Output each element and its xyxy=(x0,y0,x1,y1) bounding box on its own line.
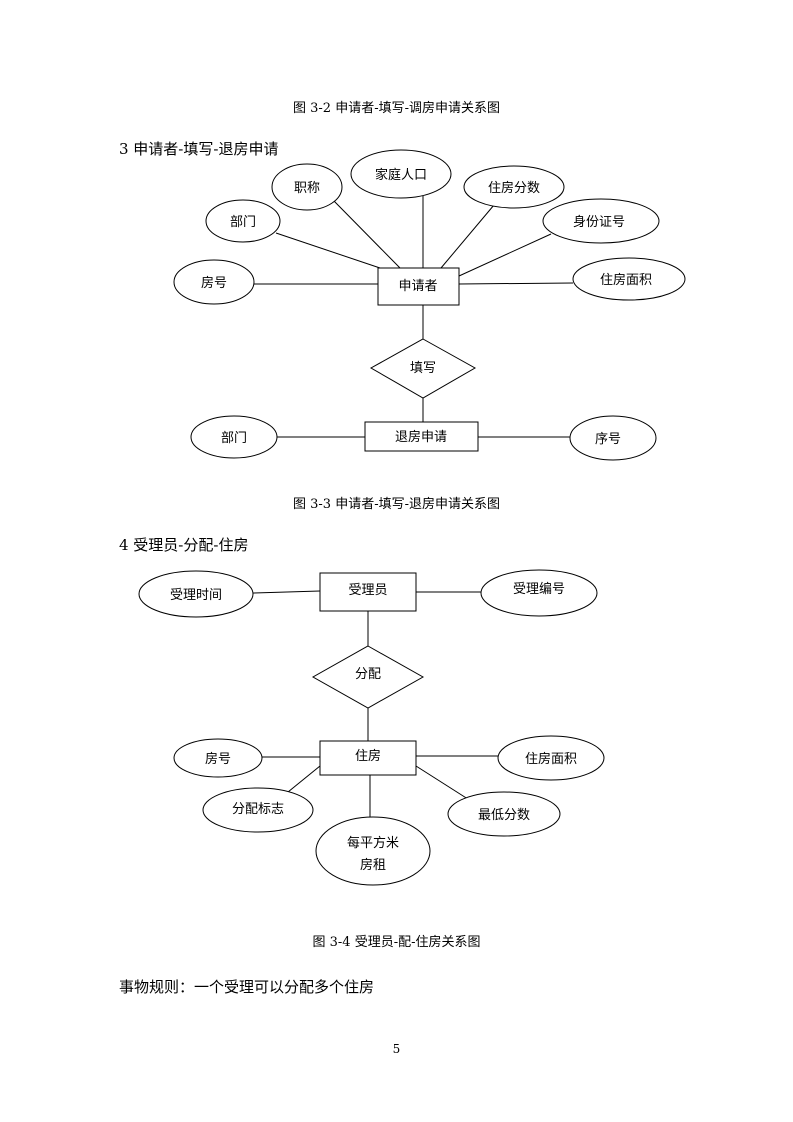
relationship-allocate-label: 分配 xyxy=(355,667,381,682)
attr-room-number-4-label: 房号 xyxy=(205,751,231,767)
attr-department xyxy=(205,199,281,243)
er-diagram-clerk-housing: 受理员 受理时间 受理编号 分配 住房 房号 住房面积 分配标志 最低分数 每平… xyxy=(138,569,605,886)
figure-caption-3-2: 图 3-2 申请者-填写-调房申请关系图 xyxy=(293,101,500,116)
attr-allocation-flag-label: 分配标志 xyxy=(232,802,284,817)
attr-room-number-label: 房号 xyxy=(201,275,227,291)
business-rule-text: 事物规则：一个受理可以分配多个住房 xyxy=(119,978,375,996)
attr-min-score xyxy=(447,791,561,837)
edge-housing-score xyxy=(440,204,495,269)
attr-serial-number-label: 序号 xyxy=(595,432,621,447)
attr-request-department xyxy=(190,415,278,459)
entity-applicant xyxy=(377,267,460,306)
relationship-fill xyxy=(369,338,477,399)
attr-rent-line2: 房租 xyxy=(360,857,386,873)
edge-id-number xyxy=(458,233,552,277)
attr-clerk-number-label: 受理编号 xyxy=(513,582,565,597)
attr-min-score-label: 最低分数 xyxy=(478,808,530,823)
er-diagram-applicant-checkout: 职称 家庭人口 住房分数 部门 身份证号 房号 住房面积 申请者 填写 退房申请… xyxy=(173,149,686,461)
attr-accept-time-label: 受理时间 xyxy=(170,588,222,603)
edge-accept-time xyxy=(252,590,321,594)
relationship-fill-label: 填写 xyxy=(410,361,436,376)
attr-title-label: 职称 xyxy=(294,181,320,196)
attr-serial-number xyxy=(569,415,657,461)
edge-min-score xyxy=(415,765,472,802)
section-heading-3: 3 申请者-填写-退房申请 xyxy=(119,140,279,158)
attr-household xyxy=(350,149,452,199)
entity-clerk xyxy=(319,572,417,612)
entity-clerk-label: 受理员 xyxy=(348,583,387,598)
attr-household-label: 家庭人口 xyxy=(375,167,427,183)
page-number: 5 xyxy=(392,1042,401,1056)
edge-allocation-flag xyxy=(287,765,321,793)
relationship-allocate xyxy=(311,645,425,709)
attr-id-number-label: 身份证号 xyxy=(573,214,625,230)
attr-housing-score-label: 住房分数 xyxy=(488,180,540,196)
attr-request-department-label: 部门 xyxy=(221,431,247,446)
edge-department xyxy=(275,232,381,269)
attr-room-number-4 xyxy=(173,738,263,778)
entity-housing-label: 住房 xyxy=(355,748,381,764)
attr-housing-area-label: 住房面积 xyxy=(600,272,652,288)
figure-caption-3-4: 图 3-4 受理员-配-住房关系图 xyxy=(312,935,481,950)
section-heading-4: 4 受理员-分配-住房 xyxy=(119,536,249,554)
attr-allocation-flag xyxy=(202,787,314,833)
figure-caption-3-3: 图 3-3 申请者-填写-退房申请关系图 xyxy=(293,497,500,512)
attr-department-label: 部门 xyxy=(230,215,256,230)
attr-rent xyxy=(315,816,431,886)
edge-title xyxy=(333,200,401,269)
entity-checkout-request-label: 退房申请 xyxy=(395,429,447,445)
attr-housing-score xyxy=(463,165,565,209)
entity-applicant-label: 申请者 xyxy=(398,279,437,294)
attr-accept-time xyxy=(138,570,254,618)
attr-housing-area xyxy=(572,257,686,301)
attr-housing-area-4 xyxy=(497,735,605,781)
attr-room-number xyxy=(173,259,255,305)
entity-housing xyxy=(319,740,417,776)
attr-rent-line1: 每平方米 xyxy=(347,835,399,851)
attr-clerk-number xyxy=(480,569,598,617)
attr-title xyxy=(271,163,343,211)
attr-id-number xyxy=(542,198,660,244)
edge-housing-area xyxy=(458,282,574,285)
entity-checkout-request xyxy=(364,421,479,452)
attr-housing-area-4-label: 住房面积 xyxy=(525,751,577,767)
